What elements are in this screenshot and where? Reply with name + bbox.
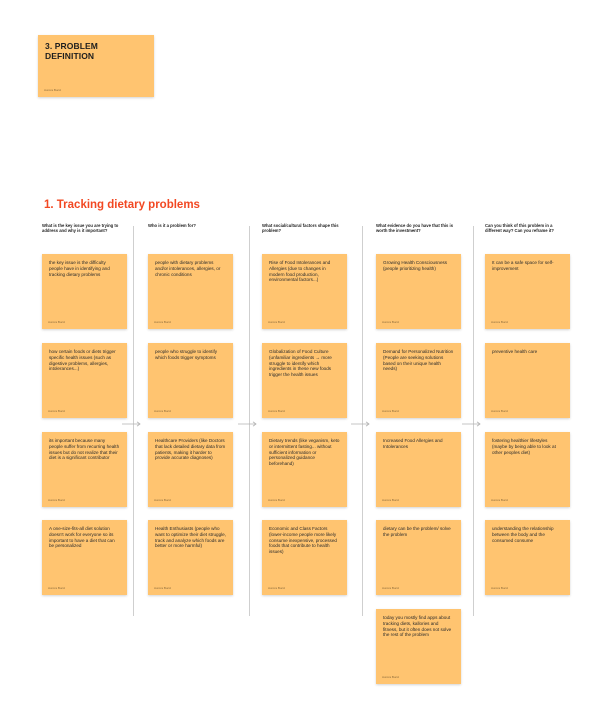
sticky-note[interactable]: Rise of Food Intolerances and Allergies … bbox=[262, 254, 347, 329]
note-text: Increased Food Allergies and Intolerance… bbox=[383, 438, 443, 449]
sticky-note[interactable]: Dietary trends (like veganism, keto or i… bbox=[262, 432, 347, 507]
sticky-note[interactable]: Demand for Personalized Nutrition (Peopl… bbox=[376, 343, 461, 418]
note-text: people who struggle to identify which fo… bbox=[155, 349, 218, 360]
note-author: Aurora Bucci bbox=[268, 586, 286, 590]
column-question-5: Can you think of this problem in a diffe… bbox=[485, 223, 554, 234]
sticky-note[interactable]: people with dietary problems and/or into… bbox=[148, 254, 233, 329]
note-text: Economic and Class Factors (lower-income… bbox=[269, 526, 337, 555]
note-author: Aurora Bucci bbox=[382, 320, 400, 324]
note-text: It can be a safe space for self-improvem… bbox=[492, 260, 554, 271]
sticky-note[interactable]: its important because many people suffer… bbox=[42, 432, 127, 507]
column-divider-4 bbox=[473, 226, 474, 616]
sticky-note[interactable]: Health Enthusiasts (people who want to o… bbox=[148, 520, 233, 595]
note-author: Aurora Bucci bbox=[382, 586, 400, 590]
note-author: Aurora Bucci bbox=[48, 409, 66, 413]
column-question-4: What evidence do you have that this is w… bbox=[376, 223, 454, 234]
sticky-note[interactable]: It can be a safe space for self-improvem… bbox=[485, 254, 570, 329]
note-text: Growing Health Consciousness (people pri… bbox=[383, 260, 448, 271]
note-text: understanding the relationship between t… bbox=[492, 526, 554, 543]
sticky-note[interactable]: Growing Health Consciousness (people pri… bbox=[376, 254, 461, 329]
column-divider-1 bbox=[133, 226, 134, 616]
sticky-note[interactable]: Economic and Class Factors (lower-income… bbox=[262, 520, 347, 595]
note-text: preventive health care bbox=[492, 349, 538, 354]
column-question-2: Who is it a problem for? bbox=[148, 223, 196, 228]
sticky-note[interactable]: today you mostly find apps about trackin… bbox=[376, 609, 461, 684]
note-author: Aurora Bucci bbox=[491, 498, 509, 502]
note-author: Aurora Bucci bbox=[382, 409, 400, 413]
note-text: how certain foods or diets trigger speci… bbox=[49, 349, 116, 372]
header-sticky-note[interactable]: 3. PROBLEM DEFINITION Aurora Bucci bbox=[38, 35, 154, 97]
sticky-note[interactable]: people who struggle to identify which fo… bbox=[148, 343, 233, 418]
header-title: 3. PROBLEM DEFINITION bbox=[45, 41, 98, 61]
arrow-right-icon bbox=[351, 421, 370, 427]
sticky-note[interactable]: Increased Food Allergies and Intolerance… bbox=[376, 432, 461, 507]
sticky-note[interactable]: Globalization of Food Culture (unfamilia… bbox=[262, 343, 347, 418]
note-text: today you mostly find apps about trackin… bbox=[383, 615, 452, 638]
column-question-3: What social/cultural factors shape this … bbox=[262, 223, 339, 234]
note-text: Dietary trends (like veganism, keto or i… bbox=[269, 438, 340, 467]
note-author: Aurora Bucci bbox=[268, 409, 286, 413]
sticky-note[interactable]: the key issue is the difficulty people h… bbox=[42, 254, 127, 329]
note-text: Health Enthusiasts (people who want to o… bbox=[155, 526, 226, 549]
note-text: people with dietary problems and/or into… bbox=[155, 260, 221, 277]
note-author: Aurora Bucci bbox=[491, 320, 509, 324]
sticky-note[interactable]: understanding the relationship between t… bbox=[485, 520, 570, 595]
note-text: the key issue is the difficulty people h… bbox=[49, 260, 110, 277]
sticky-note[interactable]: Healthcare Providers (like Doctors that … bbox=[148, 432, 233, 507]
note-author: Aurora Bucci bbox=[382, 675, 400, 679]
note-text: fostering healthier lifestyles (maybe by… bbox=[492, 438, 556, 455]
arrow-right-icon bbox=[462, 421, 481, 427]
note-text: Globalization of Food Culture (unfamilia… bbox=[269, 349, 332, 378]
note-author: Aurora Bucci bbox=[491, 409, 509, 413]
note-text: dietary can be the problem/ solve the pr… bbox=[383, 526, 451, 537]
note-author: Aurora Bucci bbox=[382, 498, 400, 502]
note-author: Aurora Bucci bbox=[154, 320, 172, 324]
sticky-note[interactable]: preventive health care Aurora Bucci bbox=[485, 343, 570, 418]
column-divider-2 bbox=[249, 226, 250, 616]
note-author: Aurora Bucci bbox=[48, 586, 66, 590]
column-divider-3 bbox=[362, 226, 363, 616]
arrow-right-icon bbox=[238, 421, 257, 427]
sticky-note[interactable]: dietary can be the problem/ solve the pr… bbox=[376, 520, 461, 595]
note-text: Rise of Food Intolerances and Allergies … bbox=[269, 260, 331, 283]
note-text: Demand for Personalized Nutrition (Peopl… bbox=[383, 349, 454, 372]
note-author: Aurora Bucci bbox=[154, 586, 172, 590]
note-author: Aurora Bucci bbox=[491, 586, 509, 590]
sticky-note[interactable]: A one-size-fits-all diet solution doesn'… bbox=[42, 520, 127, 595]
header-author: Aurora Bucci bbox=[44, 88, 62, 92]
note-author: Aurora Bucci bbox=[268, 320, 286, 324]
note-author: Aurora Bucci bbox=[268, 498, 286, 502]
note-text: A one-size-fits-all diet solution doesn'… bbox=[49, 526, 115, 549]
arrow-right-icon bbox=[122, 421, 141, 427]
note-text: its important because many people suffer… bbox=[49, 438, 120, 461]
sticky-note[interactable]: how certain foods or diets trigger speci… bbox=[42, 343, 127, 418]
note-author: Aurora Bucci bbox=[154, 498, 172, 502]
note-author: Aurora Bucci bbox=[154, 409, 172, 413]
note-author: Aurora Bucci bbox=[48, 498, 66, 502]
note-text: Healthcare Providers (like Doctors that … bbox=[155, 438, 226, 461]
column-question-1: What is the key issue you are trying to … bbox=[42, 223, 119, 234]
note-author: Aurora Bucci bbox=[48, 320, 66, 324]
section-title: 1. Tracking dietary problems bbox=[44, 199, 200, 211]
sticky-note[interactable]: fostering healthier lifestyles (maybe by… bbox=[485, 432, 570, 507]
